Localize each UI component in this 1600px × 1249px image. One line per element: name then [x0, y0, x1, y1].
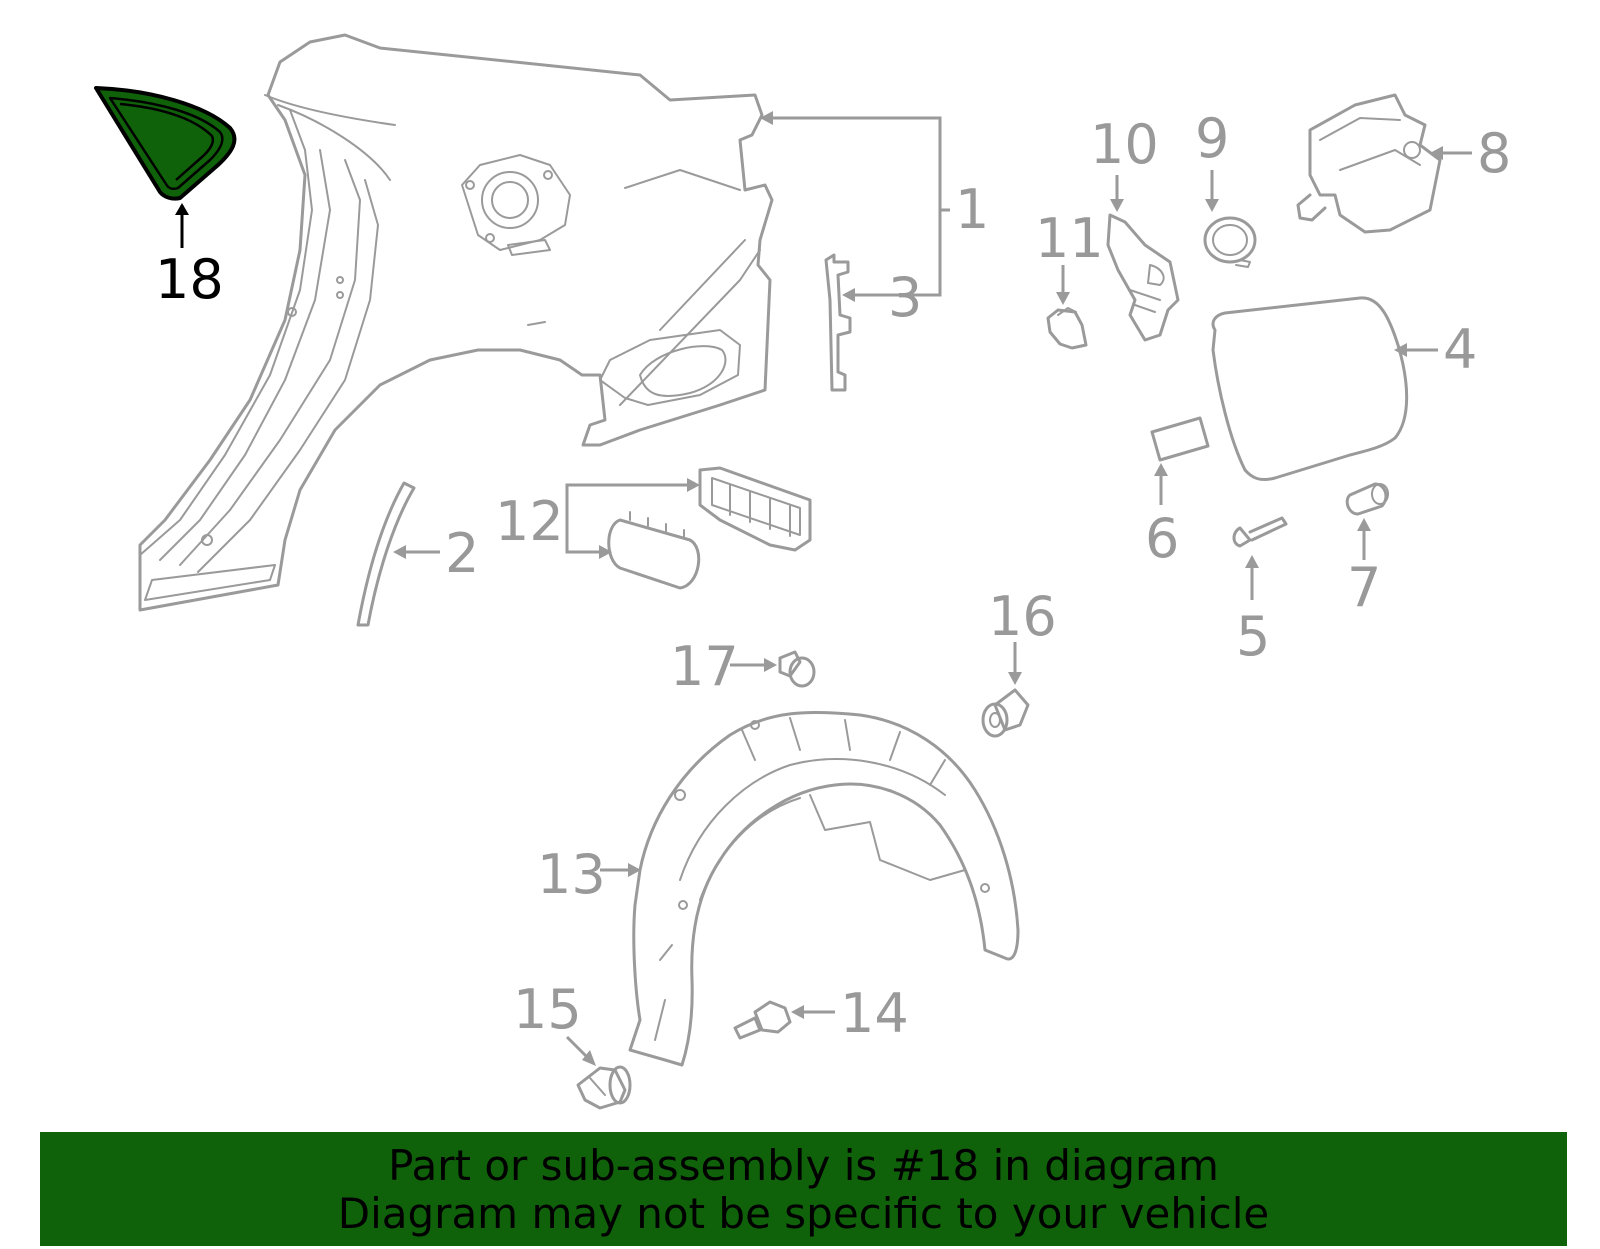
part-2-molding[interactable]	[356, 481, 416, 627]
callout-7: 7	[1347, 556, 1381, 619]
info-banner: Part or sub-assembly is #18 in diagram D…	[40, 1132, 1567, 1246]
part-4-fuel-door[interactable]	[1211, 296, 1409, 482]
arrow-12a	[687, 478, 700, 492]
arrow-8	[1430, 146, 1443, 160]
banner-line-2: Diagram may not be specific to your vehi…	[337, 1189, 1270, 1238]
callout-2: 2	[445, 522, 479, 585]
arrow-16	[1008, 672, 1022, 685]
banner-line-1: Part or sub-assembly is #18 in diagram	[388, 1141, 1219, 1190]
arrow-5	[1245, 555, 1259, 568]
callout-16: 16	[988, 585, 1057, 648]
callout-9: 9	[1195, 107, 1229, 170]
arrow-11	[1056, 292, 1070, 305]
part-12-vents[interactable]	[607, 466, 812, 590]
callout-4: 4	[1443, 318, 1477, 381]
part-16-clip[interactable]	[981, 688, 1030, 738]
arrow-9	[1205, 199, 1219, 212]
arrow-4	[1394, 343, 1407, 357]
part-15-clip[interactable]	[576, 1065, 632, 1110]
callout-1: 1	[955, 178, 989, 241]
arrow-2	[393, 545, 406, 559]
parts-diagram: 18 1 3	[94, 33, 1511, 1110]
callout-11: 11	[1035, 207, 1104, 270]
arrow-10	[1110, 199, 1124, 212]
arrow-17	[764, 658, 777, 672]
part-9-ring[interactable]	[1203, 216, 1257, 268]
leader-1-3	[765, 116, 942, 297]
arrow-13	[628, 863, 641, 877]
arrow-14	[791, 1005, 804, 1019]
callout-18: 18	[155, 248, 224, 311]
callout-14: 14	[840, 982, 909, 1045]
leader-12	[565, 483, 695, 554]
callout-13: 13	[537, 843, 606, 906]
part-17-push-pin[interactable]	[778, 650, 816, 688]
part-7-bumper[interactable]	[1345, 482, 1389, 516]
part-18-quarter-glass[interactable]	[94, 86, 237, 201]
part-6-label[interactable]	[1150, 416, 1210, 462]
part-13-wheel-liner[interactable]	[628, 710, 1020, 1067]
arrow-15	[582, 1050, 596, 1066]
part-8-actuator[interactable]	[1296, 93, 1442, 234]
part-3-bracket[interactable]	[824, 253, 852, 392]
part-1-quarter-panel[interactable]	[138, 33, 774, 612]
arrow-6	[1154, 463, 1168, 476]
arrow-18	[175, 203, 189, 215]
part-11-clip[interactable]	[1046, 307, 1088, 350]
callout-8: 8	[1477, 122, 1511, 185]
arrow-1	[760, 111, 773, 125]
arrow-7	[1357, 518, 1371, 531]
callout-17: 17	[670, 635, 739, 698]
callout-12: 12	[495, 490, 564, 553]
arrow-12b	[599, 545, 612, 559]
callout-10: 10	[1090, 113, 1159, 176]
callout-3: 3	[888, 266, 922, 329]
callout-15: 15	[513, 978, 582, 1041]
part-14-screw[interactable]	[733, 1000, 792, 1040]
callout-6: 6	[1145, 507, 1179, 570]
part-5-screw[interactable]	[1232, 516, 1288, 548]
callout-5: 5	[1236, 605, 1270, 668]
arrow-3	[842, 288, 855, 302]
part-10-hinge[interactable]	[1106, 213, 1180, 342]
